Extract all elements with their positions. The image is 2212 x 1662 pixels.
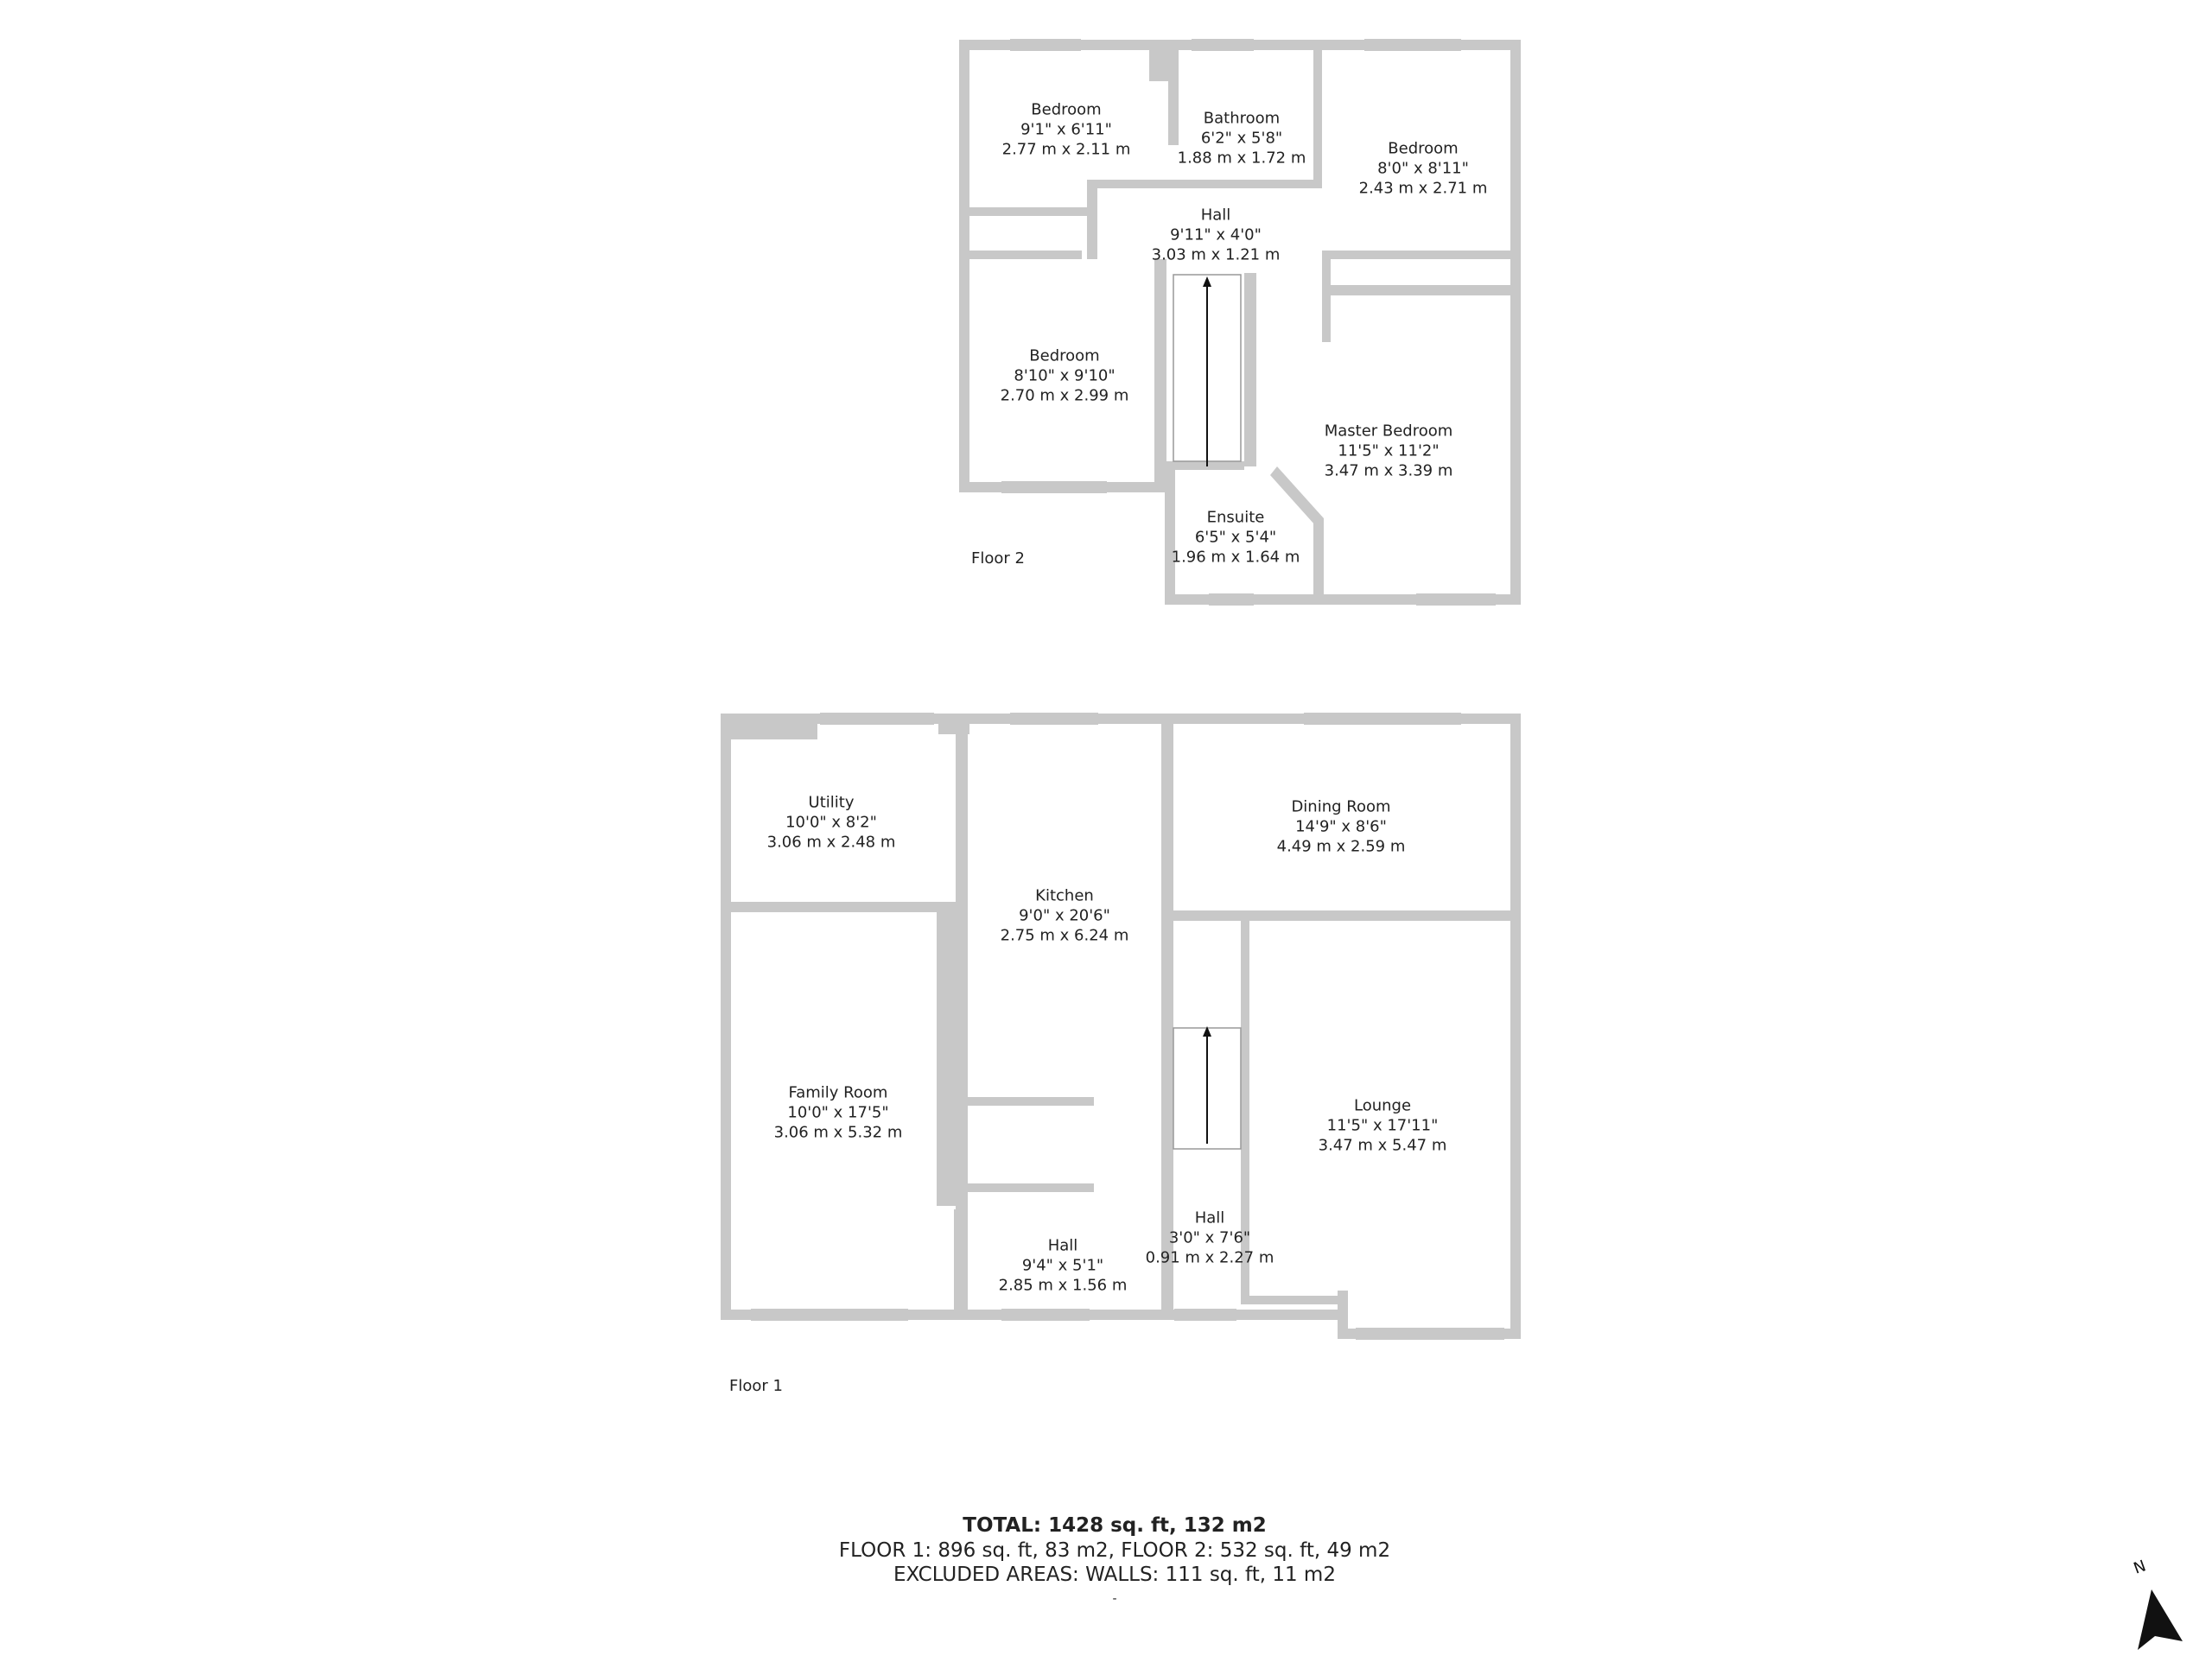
- room-label: Ensuite 6'5" x 5'4" 1.96 m x 1.64 m: [1172, 508, 1300, 568]
- room-label: Hall 3'0" x 7'6" 0.91 m x 2.27 m: [1146, 1208, 1274, 1268]
- room-label: Lounge 11'5" x 17'11" 3.47 m x 5.47 m: [1319, 1096, 1447, 1156]
- room-dimensions-imperial: 9'1" x 6'11": [1020, 120, 1112, 139]
- room-dimensions-metric: 3.03 m x 1.21 m: [1151, 245, 1281, 264]
- room-name: Bedroom: [1031, 100, 1102, 119]
- room-dimensions-imperial: 3'0" x 7'6": [1168, 1228, 1251, 1247]
- room-dimensions-metric: 2.77 m x 2.11 m: [1001, 140, 1131, 159]
- room-name: Lounge: [1353, 1096, 1412, 1115]
- room-dimensions-metric: 2.43 m x 2.71 m: [1358, 179, 1488, 198]
- window-marks: [751, 39, 1504, 1340]
- room-name: Family Room: [788, 1083, 888, 1102]
- room-label: Bathroom 6'2" x 5'8" 1.88 m x 1.72 m: [1178, 109, 1306, 168]
- total-area: TOTAL: 1428 sq. ft, 132 m2: [963, 1514, 1267, 1537]
- room-dimensions-metric: 3.06 m x 5.32 m: [773, 1123, 903, 1142]
- room-dimensions-metric: 2.70 m x 2.99 m: [1000, 386, 1129, 405]
- floor-areas: FLOOR 1: 896 sq. ft, 83 m2, FLOOR 2: 532…: [838, 1539, 1391, 1562]
- room-dimensions-imperial: 14'9" x 8'6": [1295, 817, 1387, 836]
- room-dimensions-imperial: 6'2" x 5'8": [1200, 129, 1283, 148]
- room-label: Bedroom 8'0" x 8'11" 2.43 m x 2.71 m: [1359, 139, 1488, 199]
- room-dimensions-metric: 0.91 m x 2.27 m: [1145, 1248, 1274, 1267]
- room-dimensions-imperial: 9'11" x 4'0": [1170, 225, 1262, 244]
- room-dimensions-metric: 4.49 m x 2.59 m: [1276, 837, 1406, 856]
- room-dimensions-metric: 2.85 m x 1.56 m: [998, 1276, 1128, 1295]
- north-arrow-icon: N: [2117, 1555, 2186, 1659]
- room-label: Family Room 10'0" x 17'5" 3.06 m x 5.32 …: [774, 1083, 903, 1143]
- room-dimensions-imperial: 8'0" x 8'11": [1377, 159, 1469, 178]
- room-name: Ensuite: [1206, 508, 1265, 527]
- room-label: Hall 9'11" x 4'0" 3.03 m x 1.21 m: [1152, 206, 1281, 265]
- room-label: Utility 10'0" x 8'2" 3.06 m x 2.48 m: [767, 793, 896, 853]
- room-dimensions-imperial: 10'0" x 8'2": [785, 813, 877, 832]
- room-dimensions-metric: 3.47 m x 3.39 m: [1324, 461, 1453, 480]
- north-label: N: [2132, 1557, 2149, 1577]
- room-label: Kitchen 9'0" x 20'6" 2.75 m x 6.24 m: [1001, 886, 1129, 946]
- room-label: Bedroom 8'10" x 9'10" 2.70 m x 2.99 m: [1001, 346, 1129, 406]
- room-dimensions-imperial: 11'5" x 17'11": [1326, 1116, 1439, 1135]
- room-label: Bedroom 9'1" x 6'11" 2.77 m x 2.11 m: [1002, 100, 1131, 160]
- room-dimensions-imperial: 10'0" x 17'5": [787, 1103, 889, 1122]
- room-name: Bedroom: [1388, 139, 1459, 158]
- room-name: Hall: [1194, 1208, 1225, 1227]
- room-name: Dining Room: [1291, 797, 1391, 816]
- room-name: Hall: [1200, 206, 1231, 225]
- floor-label: Floor 2: [971, 549, 1025, 568]
- room-dimensions-metric: 1.88 m x 1.72 m: [1177, 149, 1306, 168]
- room-label: Hall 9'4" x 5'1" 2.85 m x 1.56 m: [999, 1236, 1128, 1296]
- floor-label: Floor 1: [729, 1377, 783, 1395]
- room-dimensions-metric: 3.06 m x 2.48 m: [766, 833, 896, 852]
- excluded-areas: EXCLUDED AREAS: WALLS: 111 sq. ft, 11 m2: [893, 1564, 1336, 1586]
- room-dimensions-imperial: 6'5" x 5'4": [1194, 528, 1277, 547]
- room-dimensions-imperial: 11'5" x 11'2": [1338, 441, 1440, 460]
- room-name: Kitchen: [1035, 886, 1094, 905]
- room-name: Bathroom: [1203, 109, 1281, 128]
- room-dimensions-imperial: 9'4" x 5'1": [1021, 1256, 1104, 1275]
- room-dimensions-metric: 3.47 m x 5.47 m: [1318, 1136, 1447, 1155]
- room-dimensions-imperial: 8'10" x 9'10": [1014, 366, 1116, 385]
- floor-1-walls: [721, 714, 1521, 1339]
- footnote: -: [1112, 1592, 1117, 1606]
- room-label: Dining Room 14'9" x 8'6" 4.49 m x 2.59 m: [1277, 797, 1406, 857]
- room-dimensions-metric: 1.96 m x 1.64 m: [1171, 548, 1300, 567]
- area-totals: TOTAL: 1428 sq. ft, 132 m2 FLOOR 1: 896 …: [839, 1513, 1390, 1611]
- room-dimensions-metric: 2.75 m x 6.24 m: [1000, 926, 1129, 945]
- room-dimensions-imperial: 9'0" x 20'6": [1019, 906, 1110, 925]
- room-label: Master Bedroom 11'5" x 11'2" 3.47 m x 3.…: [1325, 422, 1453, 481]
- room-name: Utility: [808, 793, 855, 812]
- room-name: Hall: [1047, 1236, 1078, 1255]
- room-name: Master Bedroom: [1324, 422, 1453, 441]
- room-name: Bedroom: [1029, 346, 1100, 365]
- stair-arrows: [1203, 276, 1211, 1144]
- floor-2-walls: [959, 40, 1521, 605]
